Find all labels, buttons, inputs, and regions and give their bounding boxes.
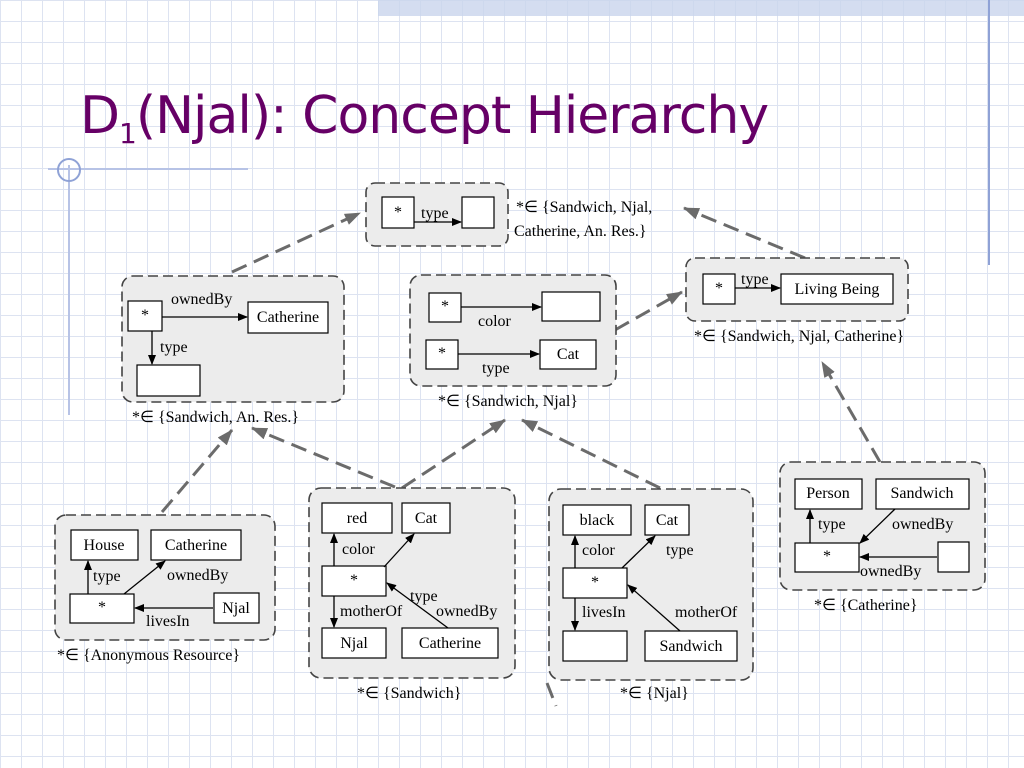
cluster-top-caption-line1: *∈ {Sandwich, Njal, (516, 199, 652, 216)
node-star-1: * (441, 298, 449, 315)
node-living-being: Living Being (795, 281, 880, 298)
edge-label-type: type (482, 360, 510, 377)
node-house: House (84, 537, 125, 554)
node-catherine: Catherine (419, 635, 481, 652)
decorative-vertical-line-left (68, 165, 70, 415)
hierarchy-arrow-njal-to-mid (521, 418, 661, 490)
cluster-njal: black Cat * Sandwich color type livesIn … (548, 488, 754, 702)
title-subscript: 1 (119, 117, 137, 150)
cluster-living-being: * Living Being type *∈ {Sandwich, Njal, … (685, 257, 909, 345)
cluster-catherine: Person Sandwich * type ownedBy ownedBy *… (779, 461, 986, 614)
cluster-njal-caption: *∈ {Njal} (620, 685, 689, 702)
cluster-mid-caption: *∈ {Sandwich, Njal} (438, 393, 578, 410)
edge-label-ownedby: ownedBy (167, 567, 228, 584)
cluster-catherine-caption: *∈ {Catherine} (814, 597, 918, 614)
node-red: red (347, 510, 367, 527)
edge-label-type: type (410, 588, 438, 605)
hierarchy-arrow-sandwich-to-mid (401, 418, 506, 490)
edge-label-type: type (160, 339, 188, 356)
edge-label-type: type (818, 516, 846, 533)
node-sandwich: Sandwich (890, 485, 953, 502)
decorative-horizontal-line (48, 168, 248, 170)
edge-label-type: type (741, 271, 769, 288)
node-star: * (823, 548, 831, 565)
edge-label-ownedby: ownedBy (436, 603, 497, 620)
cluster-left-caption: *∈ {Sandwich, An. Res.} (132, 409, 299, 426)
edge-label-color: color (342, 541, 376, 558)
node-sandwich: Sandwich (659, 638, 722, 655)
decorative-vertical-line (988, 0, 990, 265)
edge-label-motherof: motherOf (340, 603, 403, 620)
slide-title: D1(Njal): Concept Hierarchy (80, 86, 769, 150)
node-star: * (98, 599, 106, 616)
edge-label-ownedby: ownedBy (171, 291, 232, 308)
node-njal: Njal (222, 600, 250, 617)
node-star: * (394, 204, 402, 221)
cluster-top-caption-line2: Catherine, An. Res.} (514, 223, 647, 240)
node-star-2: * (438, 345, 446, 362)
node-star: * (591, 574, 599, 591)
cluster-sandwich-caption: *∈ {Sandwich} (357, 685, 461, 702)
cluster-mid: * color * Cat type *∈ {Sandwich, Njal} (409, 274, 617, 410)
edge-label-type: type (421, 205, 449, 222)
node-cat: Cat (557, 346, 580, 363)
edge-label-motherof: motherOf (675, 604, 738, 621)
cluster-anonymous-resource: House Catherine * Njal type ownedBy live… (54, 514, 276, 664)
node-star: * (350, 572, 358, 589)
node-njal: Njal (340, 635, 368, 652)
node-star: * (141, 307, 149, 324)
hierarchy-arrow-living-to-top (683, 206, 806, 260)
edge-label-type: type (93, 568, 121, 585)
hierarchy-arrow-catherine-to-living (820, 361, 882, 463)
decorative-circle-icon (57, 158, 81, 182)
edge-label-livesin: livesIn (146, 613, 190, 630)
node-cat: Cat (415, 510, 438, 527)
hierarchy-arrow-left-to-top (231, 211, 361, 274)
hierarchy-arrow-sandwich-to-left (251, 426, 396, 489)
node-catherine: Catherine (257, 309, 319, 326)
hierarchy-arrow-anon-to-left (160, 429, 234, 513)
node-person: Person (806, 485, 850, 502)
edge-label-ownedby-2: ownedBy (860, 563, 921, 580)
cluster-living-being-caption: *∈ {Sandwich, Njal, Catherine} (694, 328, 904, 345)
cluster-top: * type *∈ {Sandwich, Njal, Catherine, An… (365, 182, 652, 247)
hierarchy-arrow-mid-to-living (614, 290, 683, 332)
decorative-top-band (378, 0, 1024, 16)
node-star: * (715, 280, 723, 297)
title-main: D (80, 86, 120, 146)
edge-label-color: color (478, 313, 512, 330)
edge-label-livesin: livesIn (582, 604, 626, 621)
edge-label-color: color (582, 542, 616, 559)
cluster-left: * Catherine ownedBy type *∈ {Sandwich, A… (121, 275, 345, 426)
title-rest: (Njal): Concept Hierarchy (135, 86, 769, 146)
node-catherine: Catherine (165, 537, 227, 554)
node-black: black (580, 512, 615, 529)
edge-label-ownedby-1: ownedBy (892, 516, 953, 533)
cluster-sandwich: red Cat * Njal Catherine color motherOf … (308, 487, 516, 702)
hierarchy-arrow-bottom-fragment (545, 682, 558, 707)
cluster-anonymous-resource-caption: *∈ {Anonymous Resource} (57, 647, 240, 664)
node-cat: Cat (656, 512, 679, 529)
edge-label-type: type (666, 542, 694, 559)
